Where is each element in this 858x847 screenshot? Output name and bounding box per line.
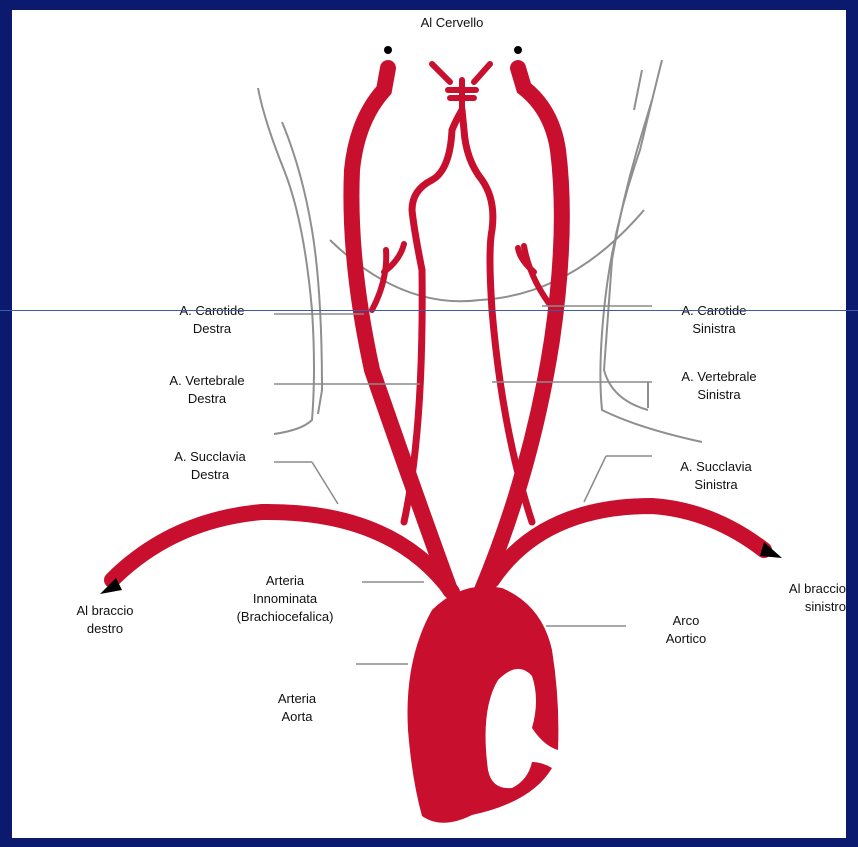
slide-guide-line xyxy=(0,310,858,311)
arrow-left-carotid-tip xyxy=(514,46,522,54)
right-common-carotid-artery xyxy=(351,68,450,590)
label-to-brain: Al Cervello xyxy=(392,14,512,32)
aorta xyxy=(408,586,559,822)
arterial-system-diagram xyxy=(12,10,846,838)
label-left-carotid: A. Carotide Sinistra xyxy=(652,302,776,338)
label-left-subclavian: A. Succlavia Sinistra xyxy=(652,458,780,494)
left-neck-contour-inner xyxy=(604,70,652,410)
label-right-carotid: A. Carotide Destra xyxy=(150,302,274,338)
right-vertebral-artery xyxy=(404,110,462,522)
left-carotid-branch xyxy=(518,246,554,310)
label-aortic-arch: Arco Aortico xyxy=(638,612,734,648)
label-aorta: Arteria Aorta xyxy=(240,690,354,726)
label-to-left-arm: Al braccio sinistro xyxy=(748,580,846,616)
right-neck-contour-inner xyxy=(282,122,322,414)
label-right-vertebral: A. Vertebrale Destra xyxy=(140,372,274,408)
leader-left-subclavian-2 xyxy=(584,456,606,502)
label-innominate-artery: Arteria Innominata (Brachiocefalica) xyxy=(208,572,362,626)
basilar-artery xyxy=(432,64,490,110)
leader-right-subclavian-2 xyxy=(312,462,338,504)
label-right-subclavian: A. Succlavia Destra xyxy=(146,448,274,484)
label-left-vertebral: A. Vertebrale Sinistra xyxy=(652,368,786,404)
diagram-frame: Al Cervello A. Carotide Destra A. Caroti… xyxy=(12,10,846,838)
ascending-aorta xyxy=(408,586,559,822)
label-to-right-arm: Al braccio destro xyxy=(50,602,160,638)
arrow-right-carotid-tip xyxy=(384,46,392,54)
